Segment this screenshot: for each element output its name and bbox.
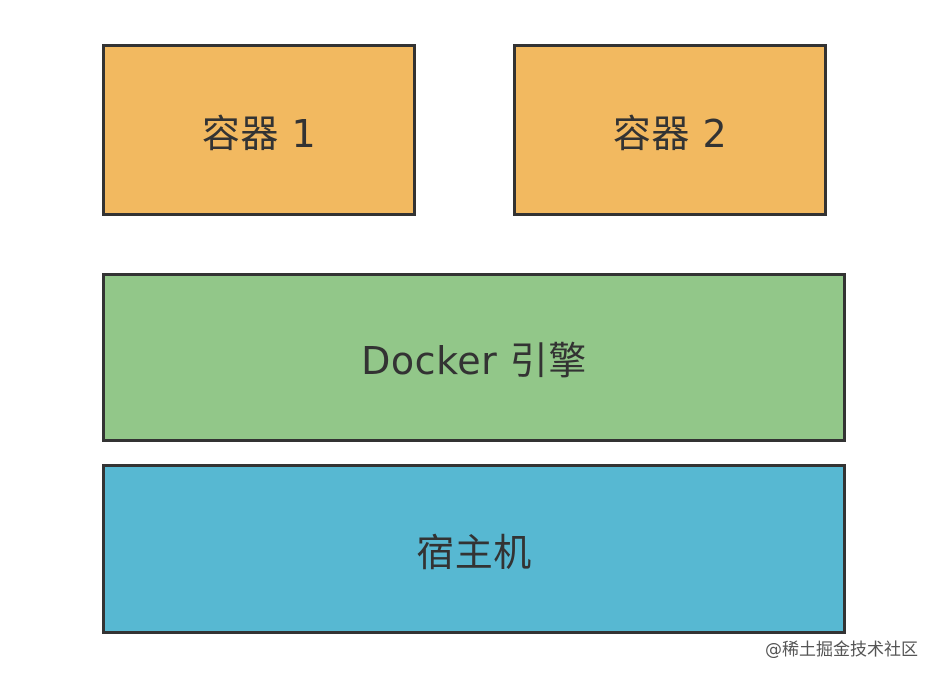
- container-1-label: 容器 1: [201, 111, 317, 156]
- container-2-label: 容器 2: [612, 111, 728, 156]
- docker-engine-box: Docker 引擎: [102, 273, 846, 442]
- host-machine-box: 宿主机: [102, 464, 846, 634]
- container-1-box: 容器 1: [102, 44, 416, 216]
- docker-engine-label: Docker 引擎: [361, 339, 587, 383]
- container-2-box: 容器 2: [513, 44, 827, 216]
- host-machine-label: 宿主机: [416, 530, 532, 575]
- watermark-text: @稀土掘金技术社区: [765, 640, 918, 660]
